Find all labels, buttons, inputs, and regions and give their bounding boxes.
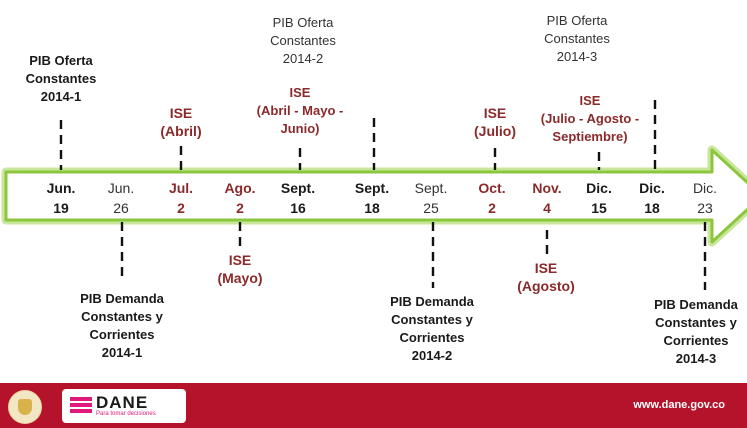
dane-logo-text: DANE	[96, 393, 149, 412]
event-ise-julio-agosto-septiembre: ISE(Julio - Agosto -Septiembre)	[540, 93, 640, 144]
date-jul-2: Jul.2	[168, 180, 194, 216]
date-jun-19: Jun.19	[46, 180, 76, 216]
date-dic-15: Dic.15	[586, 180, 612, 216]
date-sept-16: Sept.16	[280, 180, 316, 216]
date-sept-25: Sept.25	[414, 180, 448, 216]
date-sept-18: Sept.18	[354, 180, 390, 216]
footer-band: DANE Para tomar decisiones www.dane.gov.…	[0, 383, 747, 428]
date-ago-2: Ago.2	[224, 180, 256, 216]
event-ise-abril: ISE(Abril)	[160, 105, 202, 139]
event-ise-agosto: ISE(Agosto)	[517, 260, 575, 294]
date-nov-4: Nov.4	[532, 180, 562, 216]
date-dic-18: Dic.18	[639, 180, 665, 216]
dane-bars-icon	[70, 397, 92, 415]
date-jun-26: Jun.26	[107, 180, 135, 216]
event-ise-abril-mayo-junio: ISE(Abril - Mayo -Junio)	[256, 85, 344, 136]
event-ise-julio: ISE(Julio)	[474, 105, 516, 139]
colombia-seal-icon	[8, 390, 42, 424]
event-ise-mayo: ISE(Mayo)	[217, 252, 263, 286]
date-dic-23: Dic.23	[692, 180, 718, 216]
dane-logo-tagline: Para tomar decisiones	[96, 411, 156, 417]
dane-logo: DANE Para tomar decisiones	[62, 389, 186, 423]
date-oct-2: Oct.2	[478, 180, 506, 216]
footer-url: www.dane.gov.co	[633, 399, 725, 411]
